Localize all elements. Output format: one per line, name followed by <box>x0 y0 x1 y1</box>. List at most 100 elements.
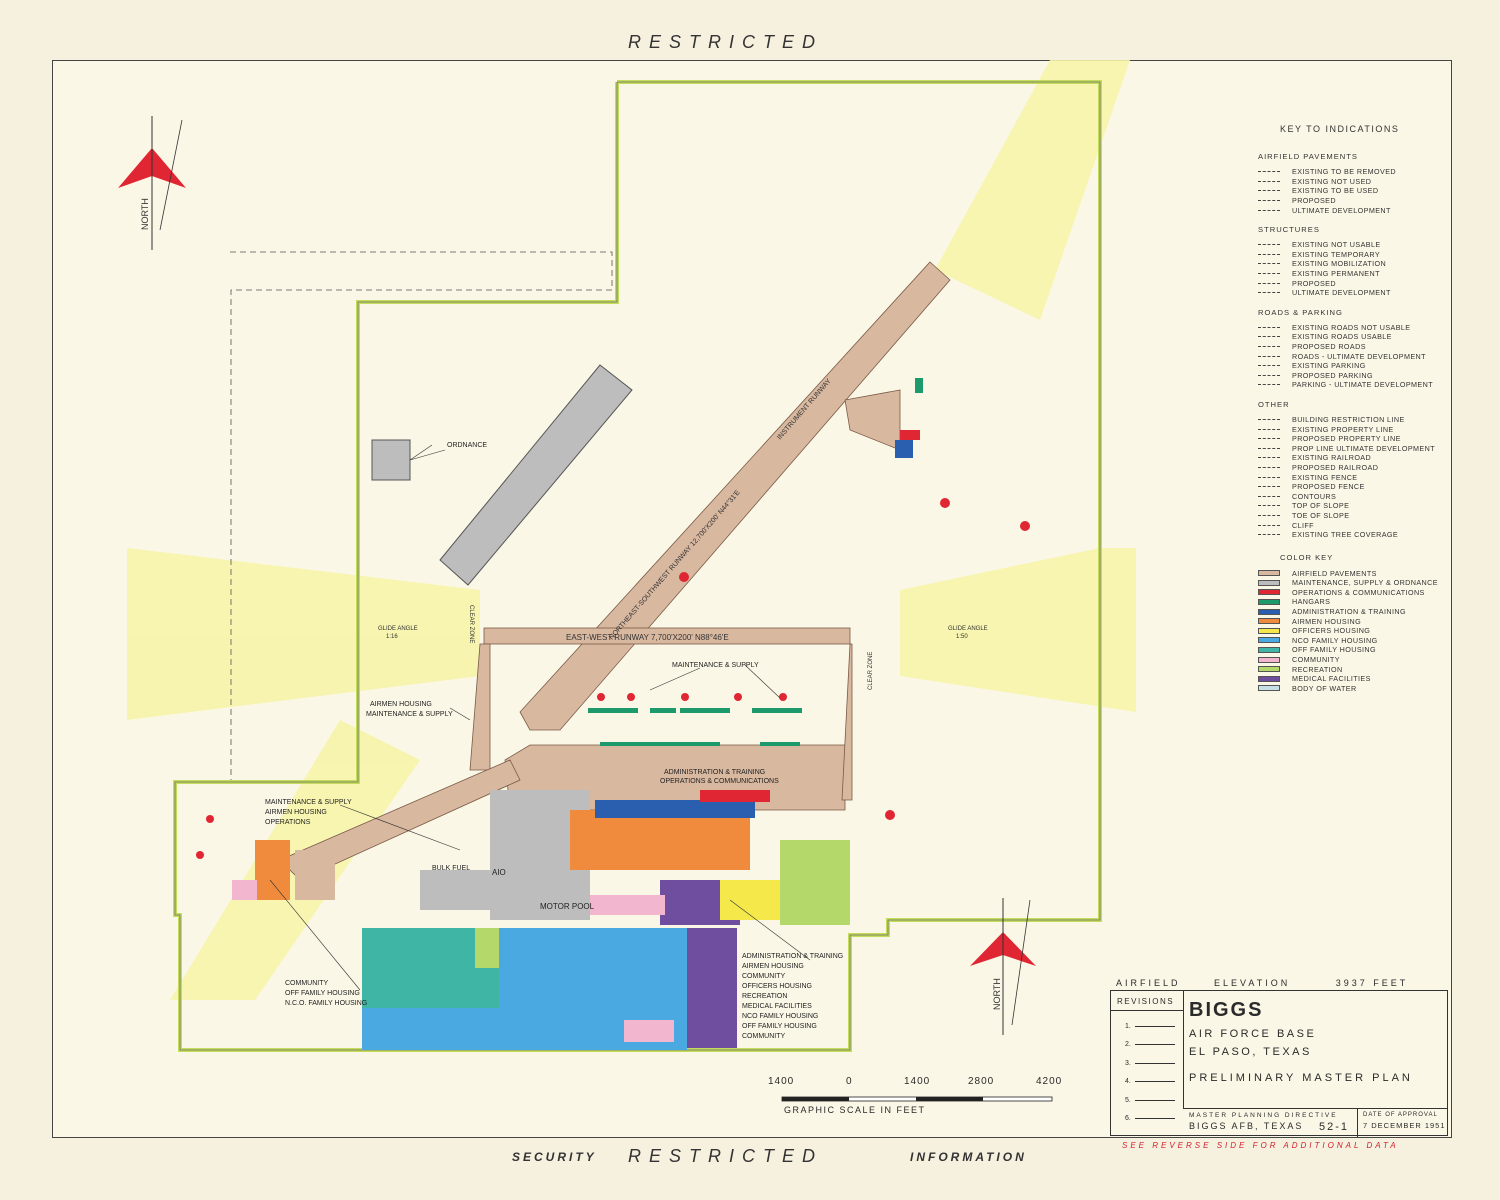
legend-line-swatch <box>1258 346 1280 348</box>
legend-label: EXISTING NOT USED <box>1292 176 1372 186</box>
legend-row: EXISTING TEMPORARY <box>1258 250 1458 260</box>
title-main: BIGGS AIR FORCE BASE EL PASO, TEXAS PREL… <box>1189 999 1413 1084</box>
approval-box: DATE OF APPROVAL 7 DECEMBER 1951 <box>1357 1108 1447 1137</box>
legend-row: ROADS - ULTIMATE DEVELOPMENT <box>1258 351 1458 361</box>
legend-row: EXISTING TREE COVERAGE <box>1258 530 1458 540</box>
revision-row: 1. <box>1111 1011 1183 1030</box>
legend-label: EXISTING PARKING <box>1292 361 1366 371</box>
legend-row: BUILDING RESTRICTION LINE <box>1258 415 1458 425</box>
ops-markers <box>196 498 1030 859</box>
scale-tick: 0 <box>846 1076 853 1087</box>
legend-line-swatch <box>1258 447 1280 449</box>
ne-ops-cluster <box>895 378 923 458</box>
approval-date: 7 DECEMBER 1951 <box>1363 1121 1446 1130</box>
legend-line-swatch <box>1258 466 1280 468</box>
label-airmen-housing-1: AIRMEN HOUSING <box>370 701 432 708</box>
label-admin-training-1: ADMINISTRATION & TRAINING <box>664 769 765 776</box>
label-admin-training-2: ADMINISTRATION & TRAINING <box>742 953 843 960</box>
revision-row: 4. <box>1111 1067 1183 1085</box>
color-key-row: AIRMEN HOUSING <box>1258 616 1458 626</box>
legend-row: PROPOSED PARKING <box>1258 371 1458 381</box>
color-key-label: OPERATIONS & COMMUNICATIONS <box>1292 587 1425 597</box>
label-community-2: COMMUNITY <box>742 973 785 980</box>
northeast-runway-label: NORTHEAST-SOUTHWEST RUNWAY 12,700'X200' … <box>607 488 742 641</box>
legend-line-swatch <box>1258 476 1280 478</box>
legend-row: EXISTING FENCE <box>1258 472 1458 482</box>
legend-label: EXISTING ROADS USABLE <box>1292 332 1392 342</box>
legend-row: PROPOSED <box>1258 196 1458 206</box>
ordnance-area <box>371 364 633 586</box>
label-bulk-fuel: BULK FUEL <box>432 865 470 872</box>
color-key-row: BODY OF WATER <box>1258 684 1458 694</box>
legend-row: EXISTING PERMANENT <box>1258 269 1458 279</box>
revision-row: 6. <box>1111 1104 1183 1122</box>
label-ordnance: ORDNANCE <box>447 442 487 449</box>
color-key-title: COLOR KEY <box>1280 553 1334 563</box>
glide-ratio-west: 1:16 <box>386 634 398 640</box>
legend-row: CONTOURS <box>1258 491 1458 501</box>
north-arrow-bottom[interactable]: NORTH <box>970 898 1036 1035</box>
legend-line-swatch <box>1258 495 1280 497</box>
legend-label: ULTIMATE DEVELOPMENT <box>1292 205 1391 215</box>
legend-label: PROPOSED <box>1292 196 1336 206</box>
legend-line-swatch <box>1258 534 1280 536</box>
revision-rows: 1.2.3.4.5.6. <box>1111 1011 1183 1122</box>
color-swatch <box>1258 637 1280 644</box>
family-housing <box>362 928 737 1050</box>
legend-row: EXISTING PROPERTY LINE <box>1258 424 1458 434</box>
color-key-label: COMMUNITY <box>1292 655 1340 665</box>
north-arrow-top[interactable]: NORTH <box>118 116 186 250</box>
hangar-rows <box>588 708 802 746</box>
label-maint-supply-3: MAINTENANCE & SUPPLY <box>265 799 352 806</box>
revision-row: 2. <box>1111 1030 1183 1048</box>
legend-line-swatch <box>1258 486 1280 488</box>
directive-label: MASTER PLANNING DIRECTIVE <box>1189 1112 1338 1119</box>
legend-label: EXISTING PERMANENT <box>1292 269 1380 279</box>
legend-row: PROPOSED <box>1258 278 1458 288</box>
clear-zone-east: CLEAR ZONE <box>868 652 874 690</box>
elev-value: 3937 <box>1335 978 1368 988</box>
legend-line-swatch <box>1258 263 1280 265</box>
color-key-label: BODY OF WATER <box>1292 683 1357 693</box>
legend-label: ULTIMATE DEVELOPMENT <box>1292 288 1391 298</box>
color-swatch <box>1258 579 1280 586</box>
scale-tick: 2800 <box>968 1076 995 1087</box>
legend-line-swatch <box>1258 273 1280 275</box>
label-medical: MEDICAL FACILITIES <box>742 1003 812 1010</box>
color-key-label: OFFICERS HOUSING <box>1292 626 1371 636</box>
legend-line-swatch <box>1258 428 1280 430</box>
legend-line-swatch <box>1258 418 1280 420</box>
color-key-row: NCO FAMILY HOUSING <box>1258 636 1458 646</box>
legend-label: TOE OF SLOPE <box>1292 510 1350 520</box>
legend-line-swatch <box>1258 514 1280 516</box>
label-off-family-1: OFF FAMILY HOUSING <box>285 990 360 997</box>
legend-line-swatch <box>1258 190 1280 192</box>
legend-row: EXISTING ROADS USABLE <box>1258 332 1458 342</box>
legend-label: PROPOSED PROPERTY LINE <box>1292 434 1401 444</box>
color-key-row: OFFICERS HOUSING <box>1258 626 1458 636</box>
scale-caption: GRAPHIC SCALE IN FEET <box>784 1105 926 1115</box>
label-recreation: RECREATION <box>742 993 787 1000</box>
color-key-row: MAINTENANCE, SUPPLY & ORDNANCE <box>1258 578 1458 588</box>
footer-security: SECURITY <box>512 1150 597 1164</box>
color-swatch <box>1258 570 1280 577</box>
legend: KEY TO INDICATIONS AIRFIELD PAVEMENTS EXI… <box>1258 124 1458 693</box>
base-type: AIR FORCE BASE <box>1189 1028 1317 1040</box>
label-community-3: COMMUNITY <box>742 1033 785 1040</box>
approval-label: DATE OF APPROVAL <box>1363 1112 1438 1118</box>
legend-row: EXISTING RAILROAD <box>1258 453 1458 463</box>
label-officers-housing: OFFICERS HOUSING <box>742 983 812 990</box>
label-maint-supply-2: MAINTENANCE & SUPPLY <box>366 711 453 718</box>
revision-number: 6. <box>1125 1115 1131 1122</box>
legend-row: ULTIMATE DEVELOPMENT <box>1258 205 1458 215</box>
revision-number: 5. <box>1125 1096 1131 1104</box>
legend-line-swatch <box>1258 180 1280 182</box>
revision-line <box>1134 1044 1175 1045</box>
legend-title: KEY TO INDICATIONS <box>1280 124 1400 134</box>
color-key-row: AIRFIELD PAVEMENTS <box>1258 568 1458 578</box>
label-operations: OPERATIONS <box>265 819 311 826</box>
legend-line-swatch <box>1258 326 1280 328</box>
callout-lines <box>269 444 811 991</box>
